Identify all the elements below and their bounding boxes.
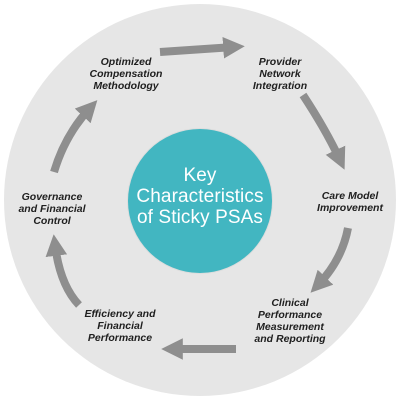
- label-compensation-methodology: Optimized Compensation Methodology: [89, 56, 163, 92]
- center-title: Key Characteristics of Sticky PSAs: [136, 165, 264, 228]
- label-clinical-performance: Clinical Performance Measurement and Rep…: [254, 297, 326, 345]
- arrow-care-model-to-clinical: [310, 227, 352, 293]
- arrow-network-to-care-model: [299, 92, 346, 170]
- label-provider-network: Provider Network Integration: [252, 56, 308, 92]
- arrow-governance-to-compensation: [50, 100, 98, 174]
- label-efficiency-financial: Efficiency and Financial Performance: [84, 308, 156, 344]
- arrow-efficiency-to-governance: [45, 234, 82, 308]
- label-care-model: Care Model Improvement: [317, 190, 383, 214]
- arrow-compensation-to-network: [159, 36, 245, 59]
- label-governance-control: Governance and Financial Control: [18, 191, 86, 227]
- center-circle: [128, 129, 272, 273]
